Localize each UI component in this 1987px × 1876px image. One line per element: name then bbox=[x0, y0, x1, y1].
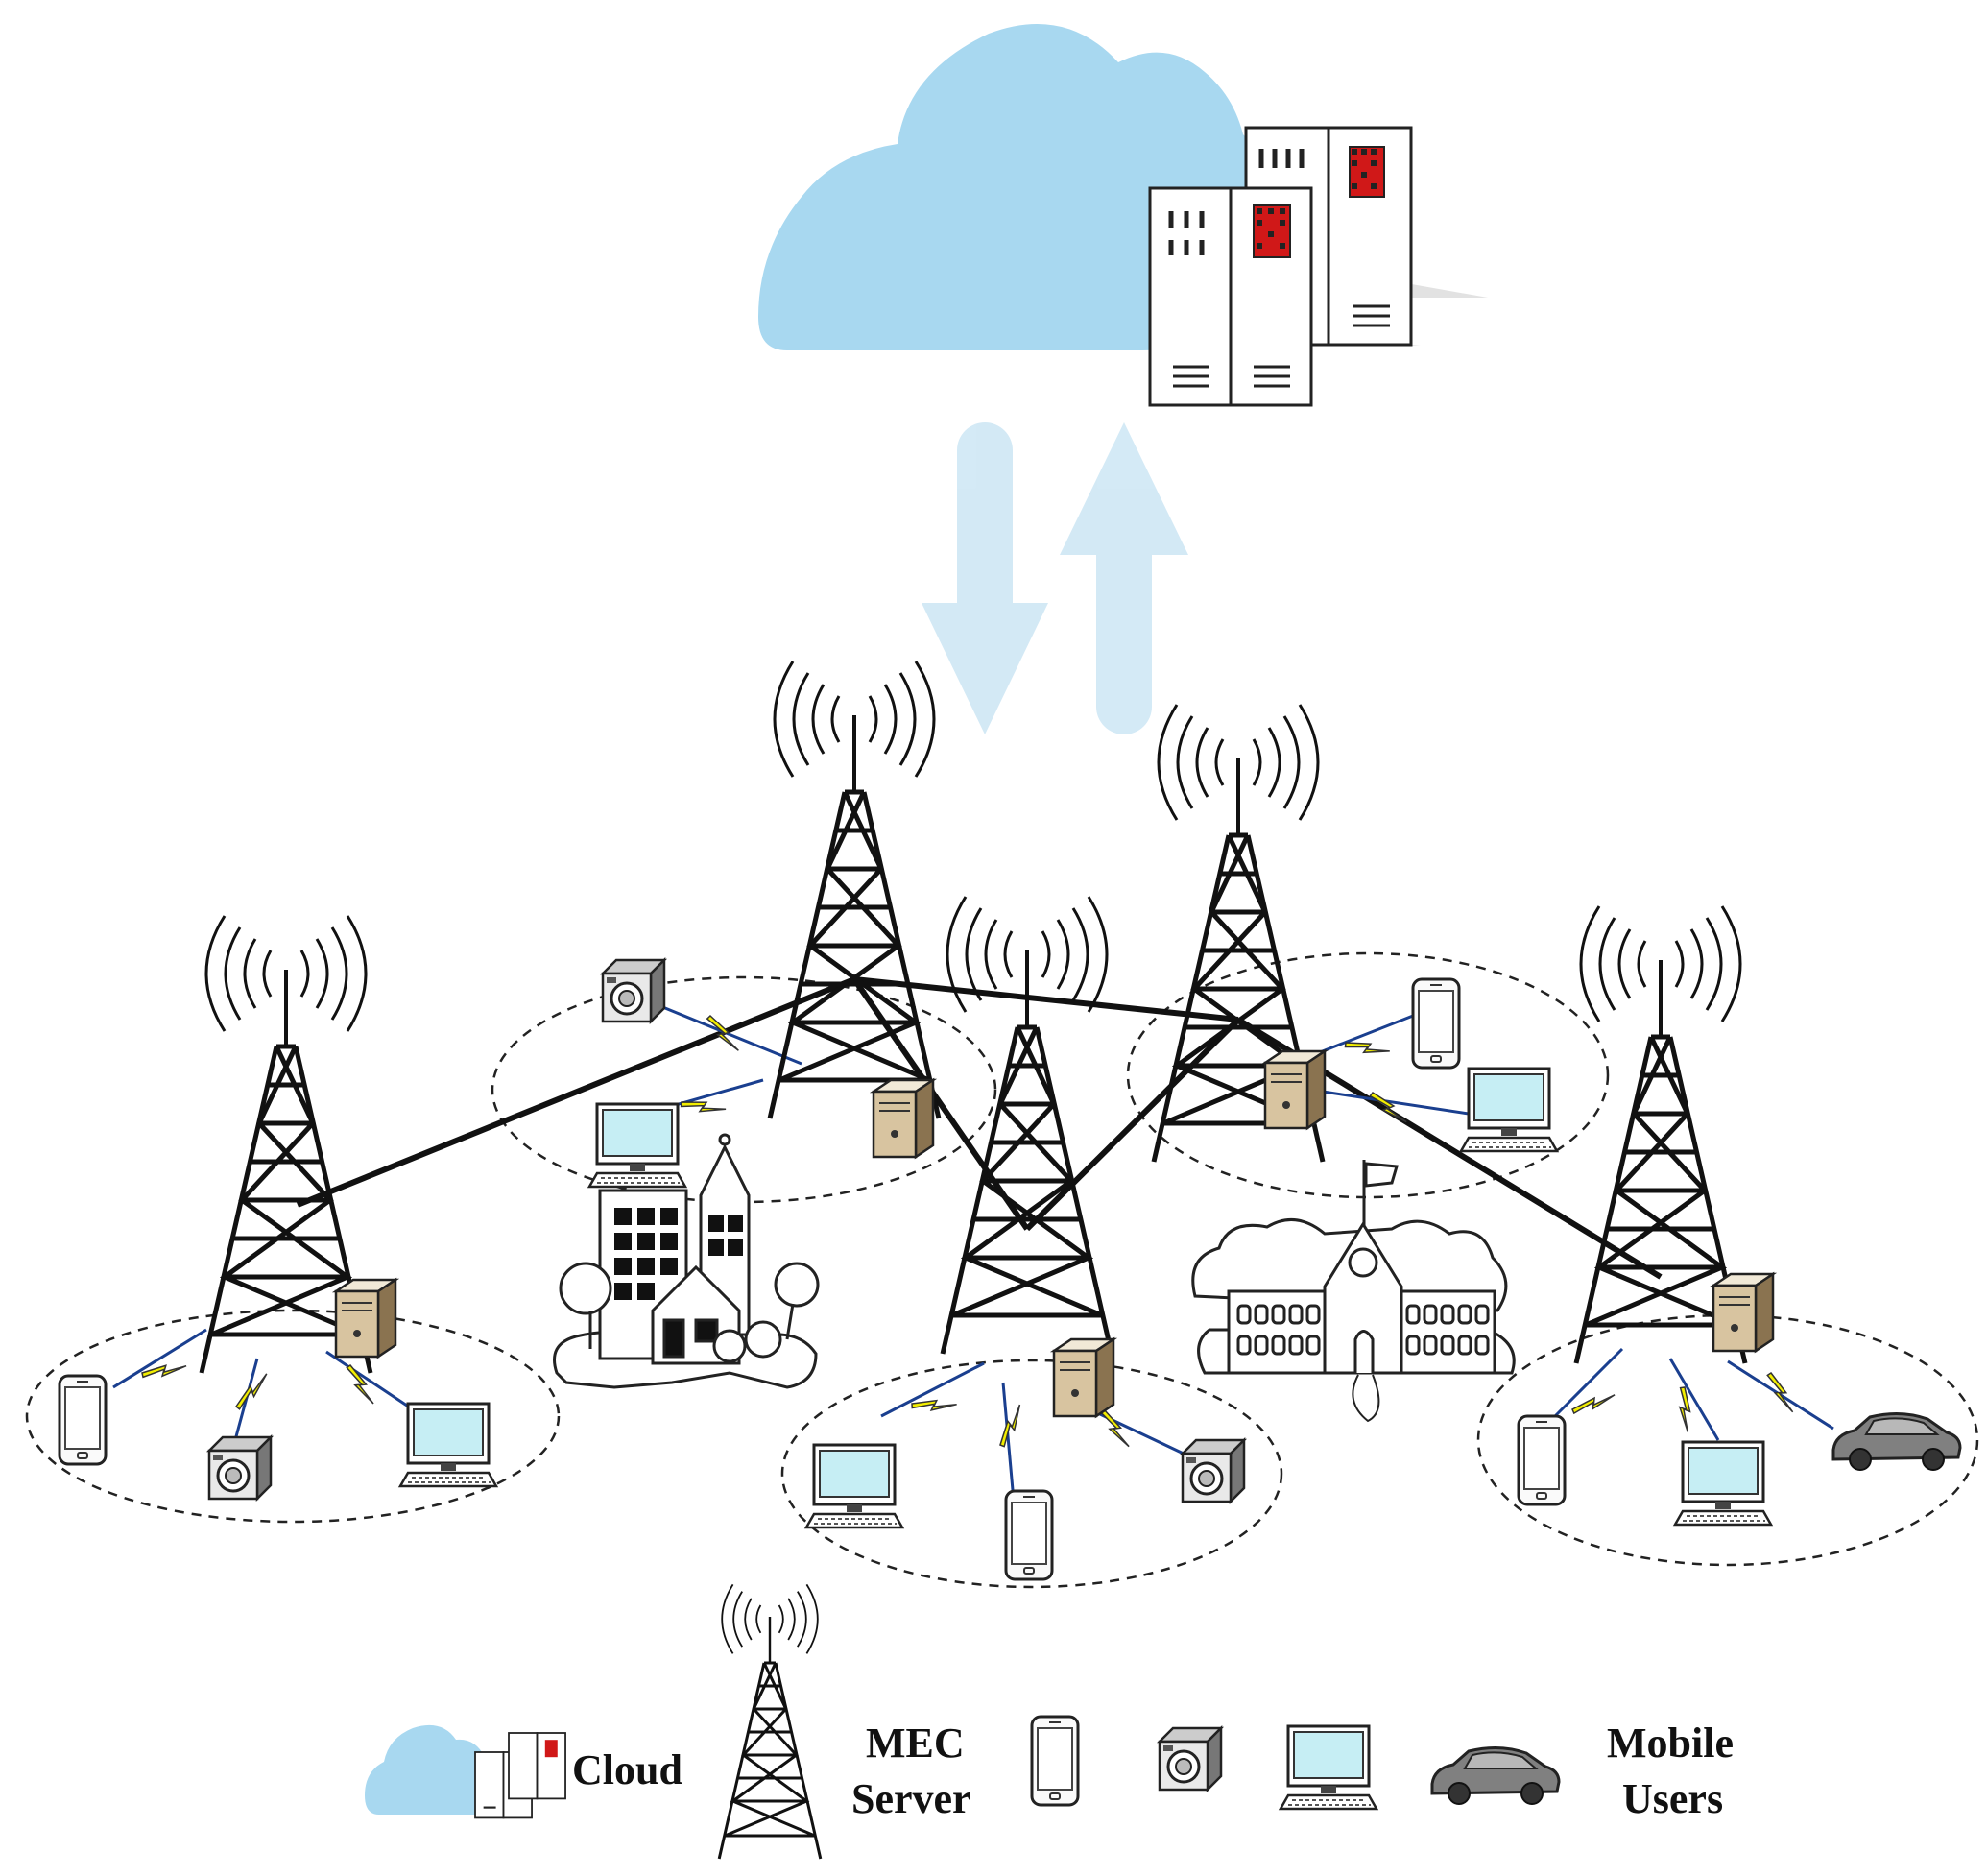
cloud-edge-link-arrows bbox=[922, 422, 1188, 734]
legend-computer-icon bbox=[1279, 1724, 1378, 1811]
legend-cloud-label: Cloud bbox=[572, 1746, 682, 1793]
legend-users-label-line2: Users bbox=[1622, 1775, 1723, 1822]
uplink-arrow bbox=[1060, 422, 1188, 734]
legend: Cloud MEC Server Mobile Users bbox=[365, 1582, 1734, 1861]
downlink-arrow bbox=[922, 422, 1048, 734]
building-icon bbox=[553, 1133, 820, 1389]
wireless-links bbox=[112, 1004, 1834, 1491]
legend-mec-label-line2: Server bbox=[851, 1775, 971, 1822]
legend-car-icon bbox=[1430, 1745, 1561, 1806]
coverage-cell-1 bbox=[25, 1309, 561, 1524]
cell-tower-icon bbox=[202, 661, 1745, 1373]
legend-cloud-icon bbox=[365, 1724, 566, 1819]
cloud-icon bbox=[758, 24, 1260, 350]
legend-camera-icon bbox=[1158, 1726, 1223, 1792]
coverage-cell-4 bbox=[1126, 951, 1610, 1199]
legend-tower-icon bbox=[717, 1582, 823, 1861]
legend-users-label-line1: Mobile bbox=[1607, 1720, 1734, 1767]
cloud-datacenter bbox=[758, 24, 1488, 407]
car-icon bbox=[1831, 1411, 1962, 1472]
coverage-cell-3 bbox=[780, 1359, 1283, 1589]
school-icon bbox=[1191, 1160, 1516, 1423]
legend-mec-label-line1: MEC bbox=[866, 1720, 965, 1767]
server-rack-icon bbox=[1148, 126, 1488, 407]
legend-phone-icon bbox=[1030, 1715, 1080, 1807]
